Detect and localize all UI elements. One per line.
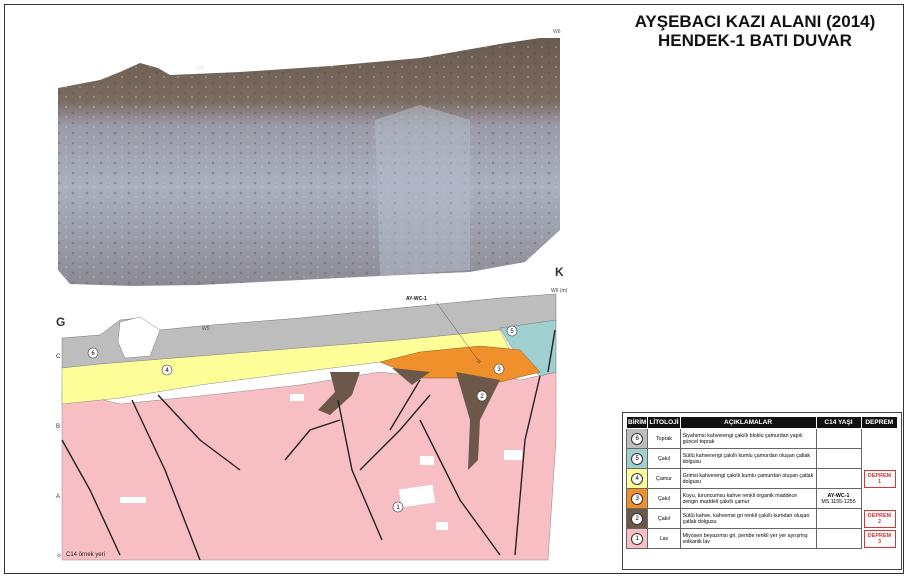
legend-swatch: 6 [627,429,648,449]
legend-row: 5 Çakıl Sütlü kahverengi çakıllı kumlu ç… [627,449,898,469]
legend-swatch: 2 [627,509,648,529]
legend-c14 [816,509,861,529]
photo-label-w6: W6 [553,29,561,35]
legend-deprem-cell [861,449,898,469]
legend-c14-age: MS 1155-1255 [821,499,855,505]
photo-label-w5: W5 [196,66,204,72]
legend-lito: Çakıl [648,509,680,529]
legend-deprem-cell [861,429,898,449]
footnote-text: C14 örnek yeri [66,552,105,558]
legend-c14 [816,449,861,469]
legend-desc: Sütlü kahve, kahvemsi gri renkli çakıllı… [680,509,816,529]
legend-unit-number: 4 [631,473,643,485]
block-white-3 [420,456,434,465]
legend-lito: Lav [648,529,680,549]
legend-row: 6 Toprak Siyahımsı kahverengi çakıllı bl… [627,429,898,449]
row-label-b: B [56,424,60,430]
legend-unit-number: 1 [631,533,643,545]
sample-label: AY-WC-1 [406,296,427,302]
legend-lito: Çakıl [648,449,680,469]
legend-row: 4 Çamur Grimsi kahverengi çakıllı kumlu … [627,469,898,489]
block-white-6 [504,450,522,460]
legend-row: 2 Çakıl Sütlü kahve, kahvemsi gri renkli… [627,509,898,529]
legend-header-deprem: DEPREM [861,417,898,429]
legend-lito: Çamur [648,469,680,489]
legend-deprem-cell: DEPREM 2 [861,509,898,529]
label-w5-section: W5 [202,326,210,332]
legend-unit-number: 5 [631,453,643,465]
legend-header-row: BİRİM LİTOLOJİ AÇIKLAMALAR C14 YAŞI DEPR… [627,417,898,429]
block-white-7 [436,522,448,530]
label-g: G [56,315,65,329]
legend-header-c14: C14 YAŞI [816,417,861,429]
legend-lito: Çakıl [648,489,680,509]
legend-lito: Toprak [648,429,680,449]
block-white-4 [120,497,146,503]
legend-row: 3 Çakıl Koyu, turuncumsu kahve renkli or… [627,489,898,509]
legend-desc: Grimsi kahverengi çakıllı kumlu çamurdan… [680,469,816,489]
deprem-2-badge: DEPREM 2 [864,510,896,528]
photo-light-patch [375,105,470,276]
row-label-c: C [56,354,61,360]
label-w6m: W6 (m) [551,288,568,294]
legend-swatch: 1 [627,529,648,549]
legend-swatch: 5 [627,449,648,469]
legend-header-litoloji: LİTOLOJİ [648,417,680,429]
legend-deprem-cell [861,489,898,509]
legend-panel: BİRİM LİTOLOJİ AÇIKLAMALAR C14 YAŞI DEPR… [622,412,902,570]
deprem-3-badge: DEPREM 3 [864,530,896,548]
legend-deprem-cell: DEPREM 1 [861,469,898,489]
legend-c14 [816,529,861,549]
legend-desc: Siyahımsı kahverengi çakıllı bloklu çamu… [680,429,816,449]
label-k: K [555,265,564,279]
legend-header-birim: BİRİM [627,417,648,429]
footnote-sample-icon: ✧ [56,552,62,560]
legend-header-aciklamalar: AÇIKLAMALAR [680,417,816,429]
legend-c14 [816,429,861,449]
legend-row: 1 Lav Miyosen beyazımsı gri, pembe renkl… [627,529,898,549]
legend-deprem-cell: DEPREM 3 [861,529,898,549]
section-drawing: C B A G K W6 (m) W5 AY-WC-1 ✧ 6 4 5 3 2 … [56,265,568,560]
legend-unit-number: 6 [631,433,643,445]
legend-c14 [816,469,861,489]
block-white-5 [290,394,304,401]
legend-swatch: 3 [627,489,648,509]
sample-marker-icon: ✧ [476,358,482,366]
legend-desc: Miyosen beyazımsı gri, pembe renkli yer … [680,529,816,549]
row-label-a: A [56,494,60,500]
legend-unit-number: 3 [631,493,643,505]
legend-unit-number: 2 [631,513,643,525]
legend-desc: Sütlü kahverengi çakıllı kumlu çamurdan … [680,449,816,469]
deprem-1-badge: DEPREM 1 [864,470,896,488]
photo-texture [58,38,560,286]
legend-table: BİRİM LİTOLOJİ AÇIKLAMALAR C14 YAŞI DEPR… [626,416,898,549]
legend-desc: Koyu, turuncumsu kahve renkli organik ma… [680,489,816,509]
legend-swatch: 4 [627,469,648,489]
trench-photo: W6 W5 [58,29,561,286]
